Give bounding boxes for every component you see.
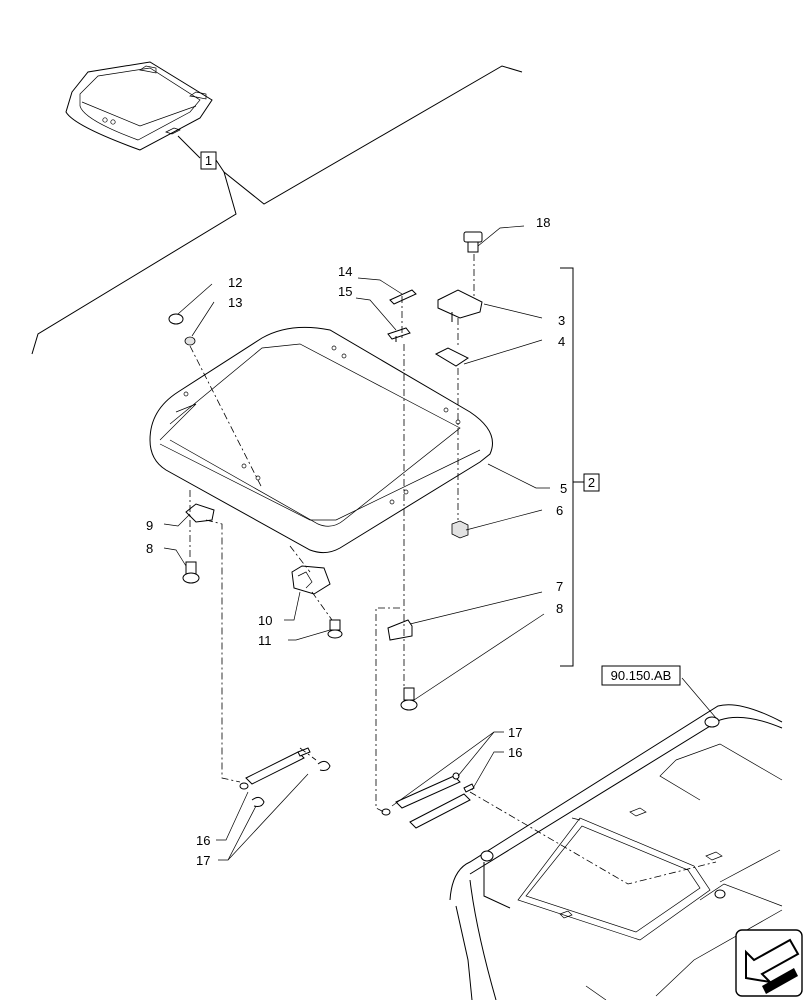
bracket-9 — [185, 503, 215, 523]
nut-6 — [451, 520, 469, 539]
callout-5: 5 — [560, 481, 567, 496]
cab-outline — [449, 704, 783, 1000]
callout-15: 15 — [338, 284, 352, 299]
bracket-15 — [387, 327, 411, 342]
callout-17-left: 17 — [196, 853, 210, 868]
washer-13 — [184, 336, 196, 346]
section-cut-line — [31, 65, 523, 355]
callout-13: 13 — [228, 295, 242, 310]
bolt-11 — [327, 619, 343, 639]
callout-2-label: 2 — [588, 475, 595, 490]
reference-label[interactable]: 90.150.AB — [601, 665, 681, 686]
callout-4: 4 — [558, 334, 565, 349]
overview-thumbnail — [65, 61, 213, 159]
callout-14: 14 — [338, 264, 352, 279]
callout-6: 6 — [556, 503, 563, 518]
leader-lines — [163, 225, 717, 861]
callout-1-label: 1 — [205, 153, 212, 168]
roof-panel — [149, 326, 493, 554]
callout-16-left: 16 — [196, 833, 210, 848]
callout-8-left: 8 — [146, 541, 153, 556]
bolt-8-left — [182, 561, 200, 584]
callout-3: 3 — [558, 313, 565, 328]
latch-10 — [291, 565, 331, 595]
callout-17-right: 17 — [508, 725, 522, 740]
callout-7: 7 — [556, 579, 563, 594]
clip-14 — [389, 289, 417, 305]
gas-strut-left — [239, 747, 331, 807]
callout-9: 9 — [146, 518, 153, 533]
bracket-7 — [387, 619, 413, 641]
next-page-arrow-icon[interactable] — [735, 929, 803, 997]
callout-numbers: 12 13 14 15 18 3 4 5 6 7 8 9 8 10 11 16 … — [146, 215, 567, 868]
plate-4 — [434, 347, 469, 367]
assembly-lines — [189, 254, 717, 885]
bolt-8-right — [400, 687, 418, 711]
hinge-plate-3 — [437, 289, 483, 322]
callout-11: 11 — [258, 633, 272, 648]
group-bracket-2: 2 — [560, 267, 600, 667]
callout-8-right: 8 — [556, 601, 563, 616]
callout-12: 12 — [228, 275, 242, 290]
callout-1: 1 — [200, 151, 217, 170]
bolt-18 — [463, 231, 483, 253]
gas-strut-right — [381, 772, 475, 829]
callout-10: 10 — [258, 613, 272, 628]
o-ring-12 — [168, 313, 184, 325]
callout-18: 18 — [536, 215, 550, 230]
reference-label-text: 90.150.AB — [611, 668, 672, 683]
callout-16-right: 16 — [508, 745, 522, 760]
